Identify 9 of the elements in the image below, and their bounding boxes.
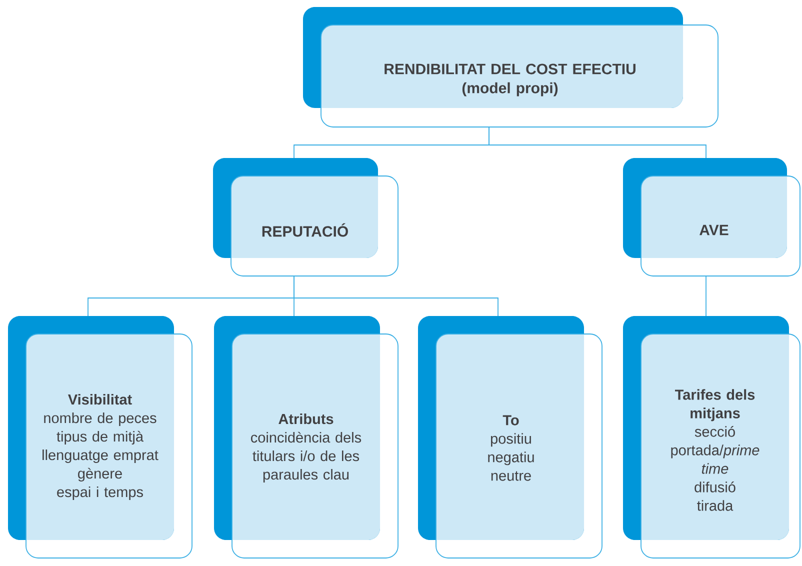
connector-line xyxy=(294,276,498,316)
card: Atributs coincidència dels titulars i/o de les paraules clau xyxy=(214,316,398,558)
card: AVE xyxy=(623,158,800,276)
card: To positiu negatiu neutre xyxy=(418,316,602,558)
card: Visibilitat nombre de peces tipus de mitjà llenguatge emprat gènere espai i temps xyxy=(8,316,192,558)
card: RENDIBILITAT DEL COST EFECTIU (model propi) xyxy=(303,7,718,128)
card: REPUTACIÓ xyxy=(213,158,398,276)
connector-line xyxy=(488,126,706,158)
card: Tarifes dels mitjans secció portada/prime time difusió tirada xyxy=(623,316,800,558)
